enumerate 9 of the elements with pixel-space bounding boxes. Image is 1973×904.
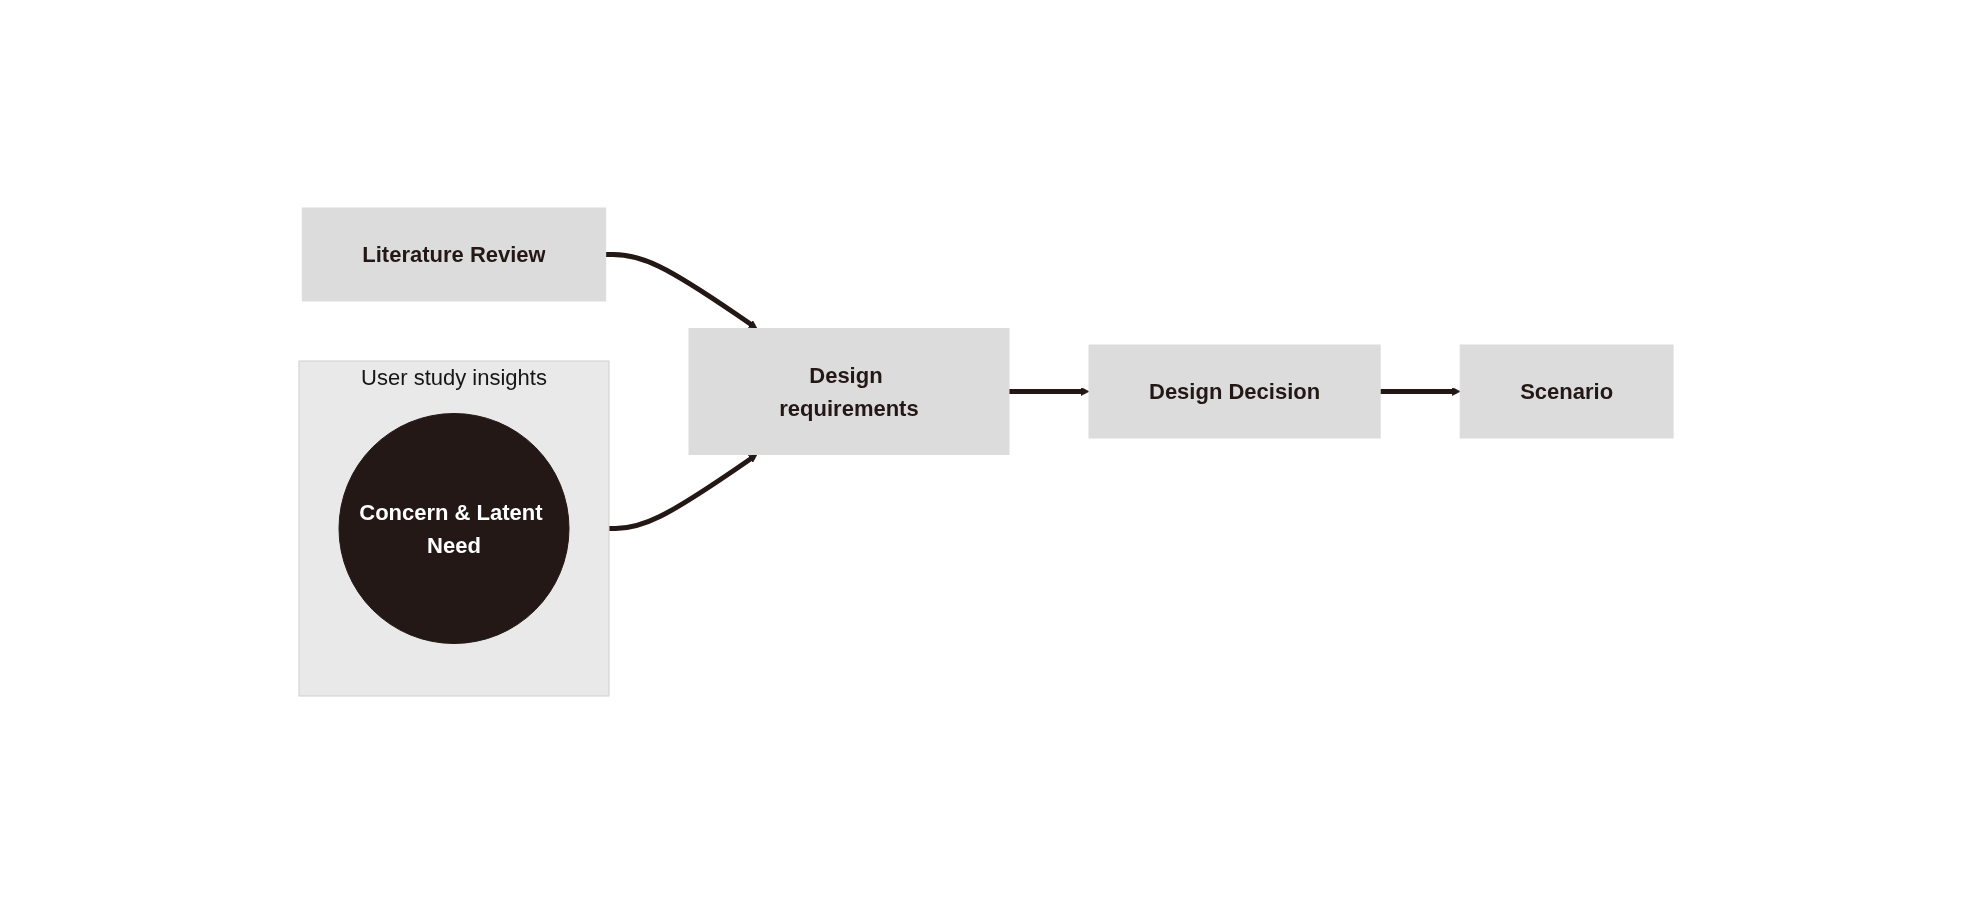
arrow [1009,387,1090,396]
arrow [609,454,758,531]
node-box: Design Decision [1088,344,1382,439]
node-box: Design requirements [688,328,1010,455]
arrow [606,252,758,329]
node-box: Scenario [1460,344,1675,439]
node-circle: Concern & Latent Need [338,413,570,644]
node-box: Literature Review [302,207,607,302]
arrow [1380,387,1461,396]
